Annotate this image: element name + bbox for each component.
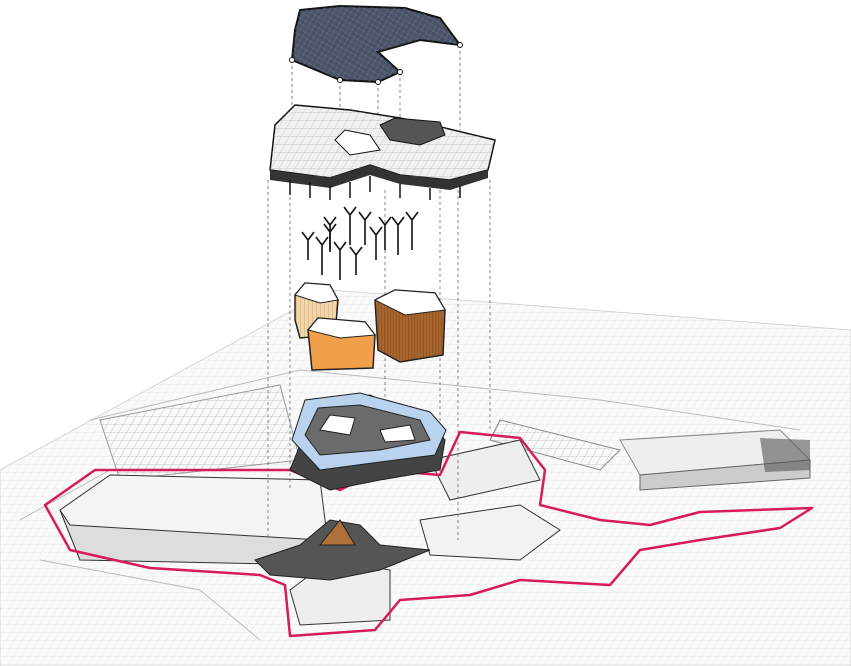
ground-slab-layer [289, 392, 447, 491]
tree-columns [301, 206, 419, 280]
building-volumes [294, 282, 446, 371]
roof-mesh-layer [289, 4, 463, 85]
structure-grid-layer [269, 104, 496, 200]
main-building [59, 439, 561, 626]
